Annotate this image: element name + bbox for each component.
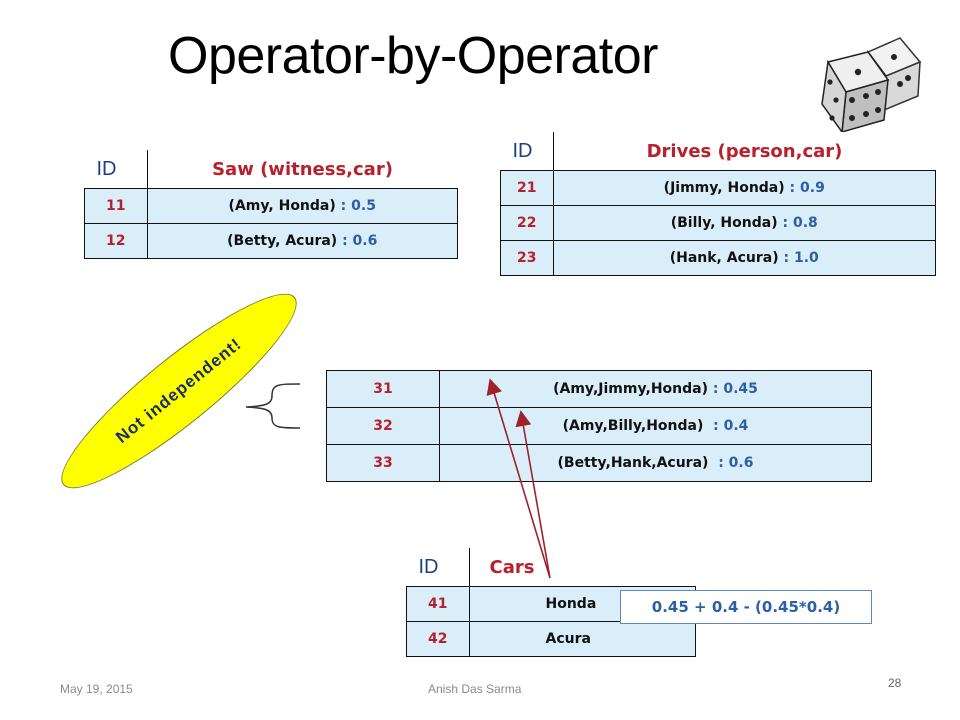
relation-name-header: Cars xyxy=(468,548,696,587)
tuple-value: (Betty, Acura) xyxy=(227,233,338,249)
tuple-id: 32 xyxy=(326,407,440,445)
table-row: 22 (Billy, Honda) : 0.8 xyxy=(500,205,936,241)
table-row: 32 (Amy,Billy,Honda) : 0.4 xyxy=(326,407,872,445)
slide-title: Operator-by-Operator xyxy=(168,27,658,85)
tuple-cell: (Hank, Acura) : 1.0 xyxy=(552,240,936,276)
tuple-id: 33 xyxy=(326,444,440,482)
callout-text: Not independent! xyxy=(112,334,246,448)
brace-icon xyxy=(245,383,301,429)
join-result-table: 31 (Amy,Jimmy,Honda) : 0.45 32 (Amy,Bill… xyxy=(326,370,872,482)
tuple-value: Acura xyxy=(468,621,696,657)
tuple-probability: : 0.8 xyxy=(782,215,818,231)
tuple-cell: (Amy, Honda) : 0.5 xyxy=(146,188,458,224)
table-row: 21 (Jimmy, Honda) : 0.9 xyxy=(500,170,936,206)
tuple-value: (Betty,Hank,Acura) xyxy=(557,455,709,471)
tuple-cell: (Amy,Billy,Honda) : 0.4 xyxy=(439,407,872,445)
tuple-cell: (Billy, Honda) : 0.8 xyxy=(552,205,936,241)
tuple-id: 21 xyxy=(500,170,554,206)
id-header: ID xyxy=(84,150,148,189)
tuple-probability: : 0.9 xyxy=(789,180,825,196)
tuple-id: 11 xyxy=(84,188,148,224)
id-header: ID xyxy=(406,548,470,587)
footer-author: Anish Das Sarma xyxy=(428,682,522,696)
tuple-cell: (Jimmy, Honda) : 0.9 xyxy=(552,170,936,206)
probability-formula: 0.45 + 0.4 - (0.45*0.4) xyxy=(620,590,872,624)
tuple-value: (Amy,Billy,Honda) xyxy=(562,418,704,434)
tuple-probability: : 0.5 xyxy=(340,198,376,214)
tuple-cell: (Betty, Acura) : 0.6 xyxy=(146,223,458,259)
drives-table: ID Drives (person,car) 21 (Jimmy, Honda)… xyxy=(500,132,936,276)
table-row: 31 (Amy,Jimmy,Honda) : 0.45 xyxy=(326,370,872,408)
tuple-value: (Hank, Acura) xyxy=(669,250,779,266)
table-row: 12 (Betty, Acura) : 0.6 xyxy=(84,223,458,259)
tuple-id: 42 xyxy=(406,621,470,657)
tuple-id: 31 xyxy=(326,370,440,408)
tuple-probability: : 0.4 xyxy=(713,418,749,434)
table-row: 23 (Hank, Acura) : 1.0 xyxy=(500,240,936,276)
table-header-row: ID Drives (person,car) xyxy=(500,132,936,171)
saw-table: ID Saw (witness,car) 11 (Amy, Honda) : 0… xyxy=(84,150,458,259)
tuple-probability: : 0.45 xyxy=(712,381,758,397)
not-independent-callout: Not independent! xyxy=(42,271,316,511)
table-row: 11 (Amy, Honda) : 0.5 xyxy=(84,188,458,224)
tuple-probability: : 0.6 xyxy=(342,233,378,249)
relation-name-header: Drives (person,car) xyxy=(552,132,936,171)
table-header-row: ID Cars xyxy=(406,548,696,587)
tuple-probability: : 1.0 xyxy=(783,250,819,266)
tuple-id: 22 xyxy=(500,205,554,241)
table-header-row: ID Saw (witness,car) xyxy=(84,150,458,189)
page-number: 28 xyxy=(888,676,902,690)
tuple-cell: (Betty,Hank,Acura) : 0.6 xyxy=(439,444,872,482)
tuple-cell: (Amy,Jimmy,Honda) : 0.45 xyxy=(439,370,872,408)
tuple-id: 23 xyxy=(500,240,554,276)
tuple-value: (Amy,Jimmy,Honda) xyxy=(553,381,708,397)
tuple-id: 41 xyxy=(406,586,470,622)
id-header: ID xyxy=(500,132,554,171)
tuple-id: 12 xyxy=(84,223,148,259)
footer-date: May 19, 2015 xyxy=(60,682,133,696)
table-row: 42 Acura xyxy=(406,621,696,657)
tuple-probability: : 0.6 xyxy=(718,455,754,471)
relation-name-header: Saw (witness,car) xyxy=(146,150,458,189)
tuple-value: (Jimmy, Honda) xyxy=(663,180,785,196)
tuple-value: (Amy, Honda) xyxy=(228,198,336,214)
tuple-value: (Billy, Honda) xyxy=(670,215,778,231)
table-row: 33 (Betty,Hank,Acura) : 0.6 xyxy=(326,444,872,482)
